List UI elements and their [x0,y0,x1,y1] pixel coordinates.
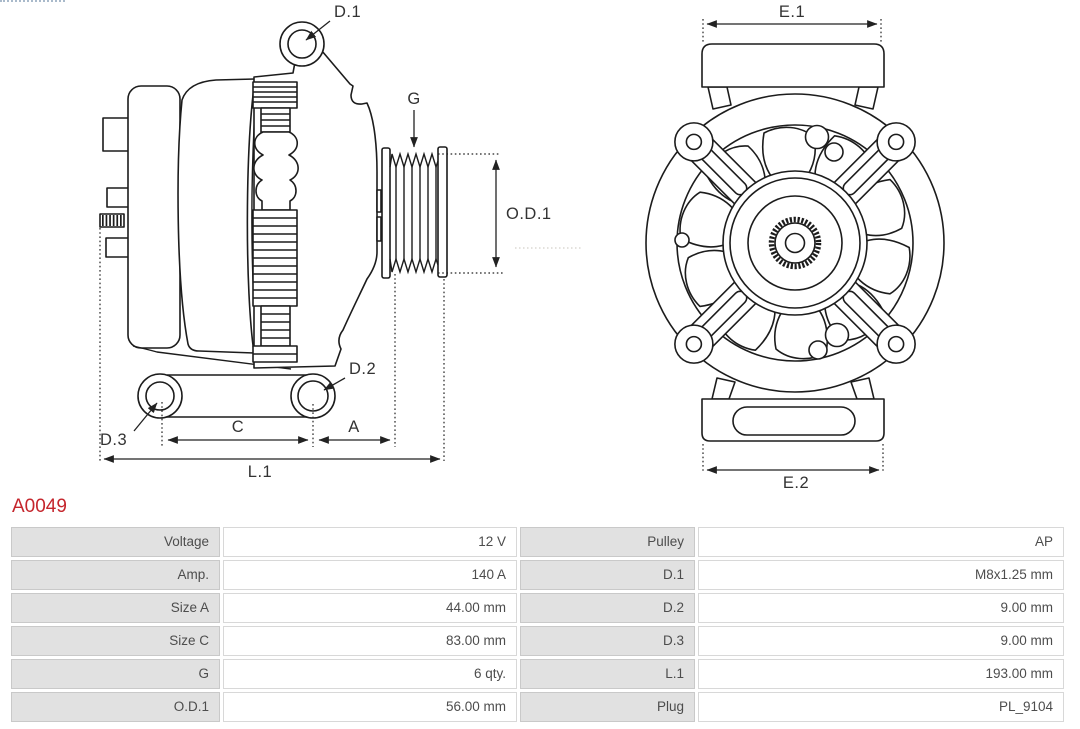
mounting-feet [137,373,336,419]
pulley [381,146,448,279]
dim-label-l1: L.1 [248,463,272,481]
front-view: E.1 E.2 [645,3,945,492]
spec-value: 12 V [223,527,517,557]
spec-label: D.3 [520,626,695,656]
dim-label-od1: O.D.1 [506,205,552,223]
spec-value: 83.00 mm [223,626,517,656]
dim-label-d3: D.3 [100,431,127,449]
dim-label-d1: D.1 [334,3,361,21]
spec-label: Size C [11,626,220,656]
spec-label: G [11,659,220,689]
spec-value: 193.00 mm [698,659,1064,689]
splined-shaft [768,216,822,270]
dim-label-e2: E.2 [783,474,809,492]
spec-label: Size A [11,593,220,623]
spec-table: Voltage 12 V Pulley AP Amp. 140 A D.1 M8… [11,527,1064,722]
spec-label: Plug [520,692,695,722]
spec-value: 140 A [223,560,517,590]
spec-value: M8x1.25 mm [698,560,1064,590]
spec-label: Voltage [11,527,220,557]
side-view: D.1 G O.D.1 D.2 D.3 C A L.1 [99,3,582,481]
spec-label: Pulley [520,527,695,557]
spec-value: 44.00 mm [223,593,517,623]
top-bracket [701,43,885,110]
dim-label-e1: E.1 [779,3,805,21]
spec-label: O.D.1 [11,692,220,722]
spec-value: 56.00 mm [223,692,517,722]
technical-diagram: D.1 G O.D.1 D.2 D.3 C A L.1 [99,3,945,492]
top-left-dotted-line [0,0,65,2]
side-view-dimensions: D.1 G O.D.1 D.2 D.3 C A L.1 [99,3,552,481]
spec-label: Amp. [11,560,220,590]
dim-label-c: C [232,418,244,436]
spec-label: L.1 [520,659,695,689]
bottom-bracket [701,377,885,442]
spec-value: 9.00 mm [698,626,1064,656]
hub [722,170,868,316]
spec-value: AP [698,527,1064,557]
spec-value: 9.00 mm [698,593,1064,623]
dim-label-d2: D.2 [349,360,376,378]
front-view-dimensions: E.1 E.2 [702,3,884,492]
spec-value: PL_9104 [698,692,1064,722]
rear-cover [127,85,181,349]
part-number: A0049 [12,496,67,517]
spec-label: D.2 [520,593,695,623]
dim-label-a: A [348,418,360,436]
stator-ribs [252,81,299,363]
spec-label: D.1 [520,560,695,590]
spec-value: 6 qty. [223,659,517,689]
face-holes [674,124,850,360]
dim-label-g: G [407,90,420,108]
